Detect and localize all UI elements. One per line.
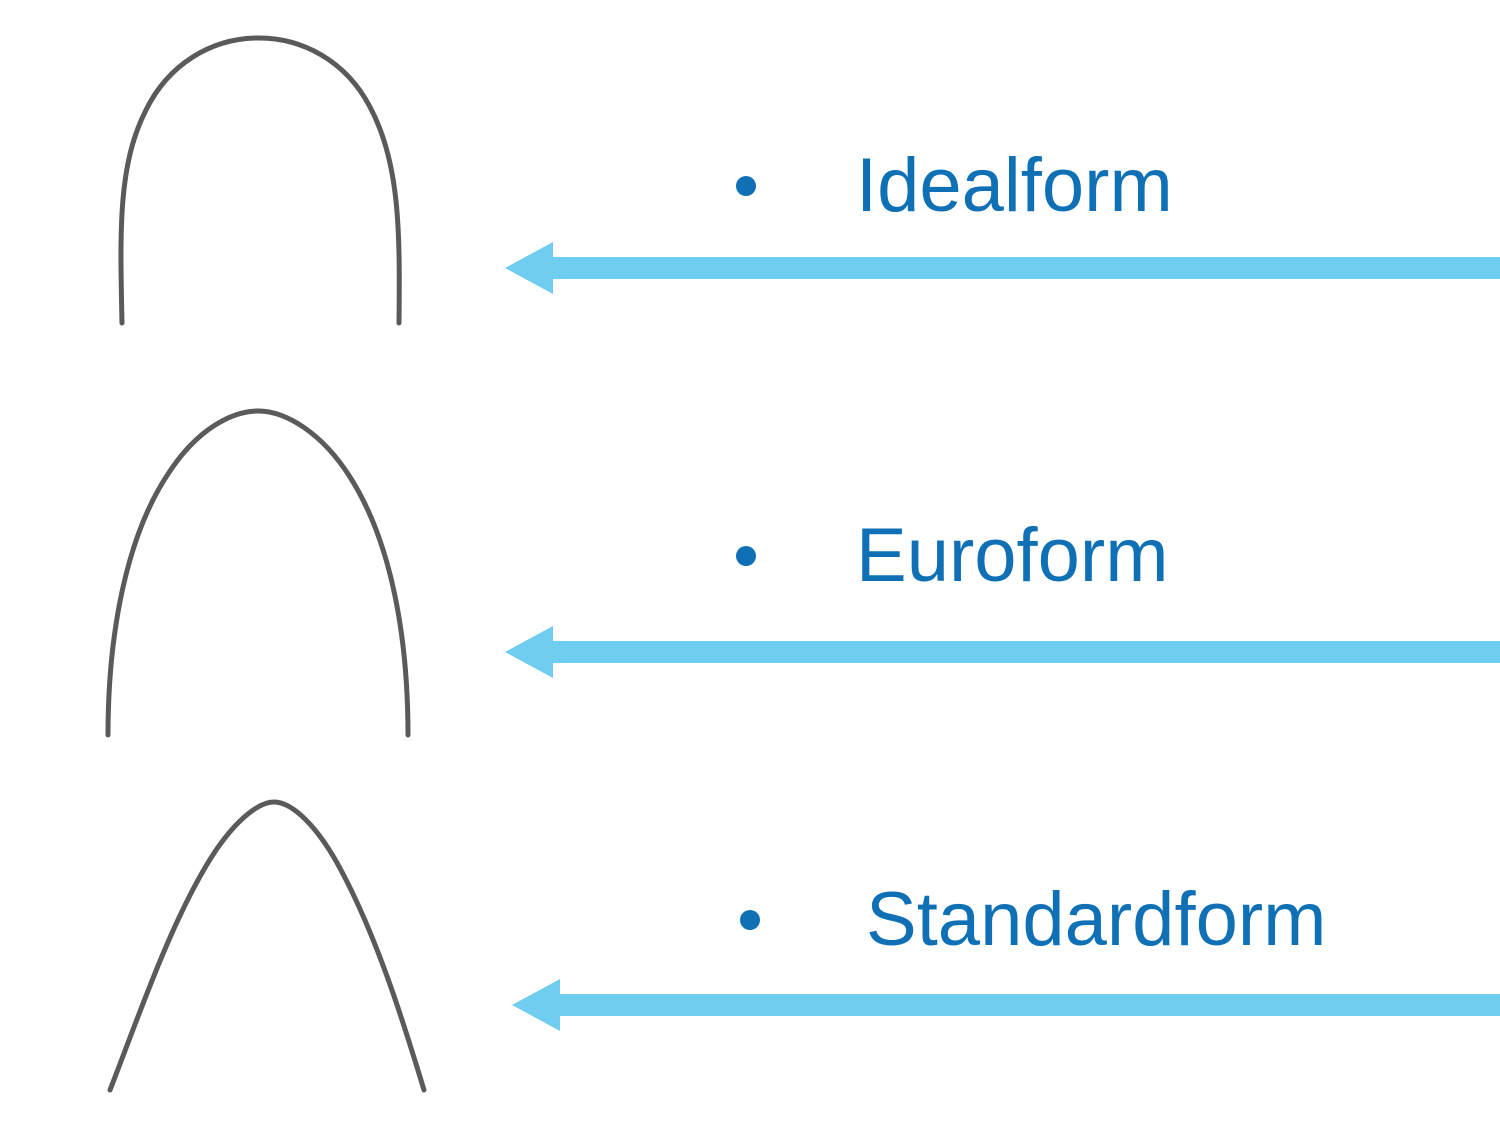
archwire-figure-idealform xyxy=(60,15,480,345)
arrow-left-idealform xyxy=(505,238,1500,298)
arrow-left-icon xyxy=(512,979,1500,1031)
archwire-standardform-path xyxy=(107,799,427,1093)
archwire-euroform-icon xyxy=(105,408,411,738)
arrow-left-standardform xyxy=(512,975,1500,1035)
bullet-dot-icon xyxy=(736,176,756,196)
archwire-standardform-icon xyxy=(107,799,427,1093)
archwire-figure-standardform xyxy=(60,780,480,1105)
arrow-left-euroform xyxy=(505,622,1500,682)
bullet-dot-icon xyxy=(736,546,756,566)
arrow-left-shape xyxy=(512,979,1500,1031)
arrow-left-icon xyxy=(505,626,1500,678)
list-item-euroform: Euroform xyxy=(736,518,1169,594)
arrow-left-icon xyxy=(505,242,1500,294)
archwire-idealform-path xyxy=(118,35,402,326)
list-item-label: Euroform xyxy=(856,513,1169,598)
archwire-idealform-icon xyxy=(118,35,402,326)
list-item-idealform: Idealform xyxy=(736,148,1173,224)
arrow-left-shape xyxy=(505,242,1500,294)
list-item-standardform: Standardform xyxy=(740,882,1326,958)
archwire-euroform-path xyxy=(105,408,411,738)
archwire-figure-euroform xyxy=(60,395,480,750)
arrow-left-shape xyxy=(505,626,1500,678)
bullet-dot-icon xyxy=(740,910,760,930)
list-item-label: Idealform xyxy=(856,143,1173,228)
list-item-label: Standardform xyxy=(866,877,1327,962)
